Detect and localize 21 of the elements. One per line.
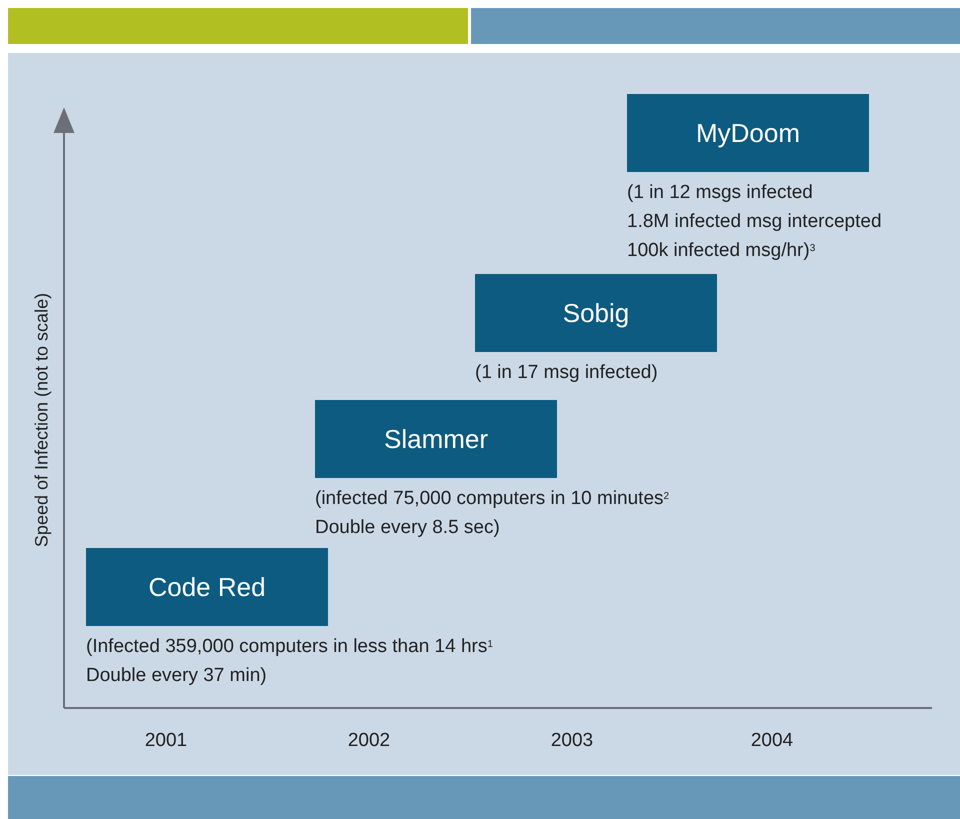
box-title: Slammer	[384, 422, 488, 456]
box-title: MyDoom	[696, 116, 800, 150]
note-text: Double every 37 min)	[86, 664, 268, 688]
axis-label: Speed of Infection (not to scale)	[30, 292, 52, 548]
year-label: 2003	[550, 729, 594, 753]
year-label: 2002	[348, 729, 390, 753]
note-text: (1 in 12 msgs infected	[627, 181, 814, 205]
note-text: 100k infected msg/hr)$^{3}$	[627, 239, 816, 263]
note-text: (1 in 17 msg infected)	[475, 361, 658, 385]
box-title: Sobig	[562, 296, 630, 330]
year-label: 2004	[750, 729, 794, 753]
box-title: Code Red	[148, 570, 266, 604]
note-text: (infected 75,000 computers in 10 minutes$^{2}$	[315, 487, 670, 511]
note-text: (Infected 359,000 computers in less than 14 hrs$^{1}$	[86, 635, 493, 659]
year-label: 2001	[144, 729, 188, 753]
milestone-box	[315, 400, 557, 478]
note-text: 1.8M infected msg intercepted	[627, 210, 882, 234]
milestone-box	[475, 274, 717, 352]
milestone-box	[627, 94, 869, 172]
note-text: Double every 8.5 sec)	[315, 516, 501, 540]
milestone-box	[86, 548, 328, 626]
